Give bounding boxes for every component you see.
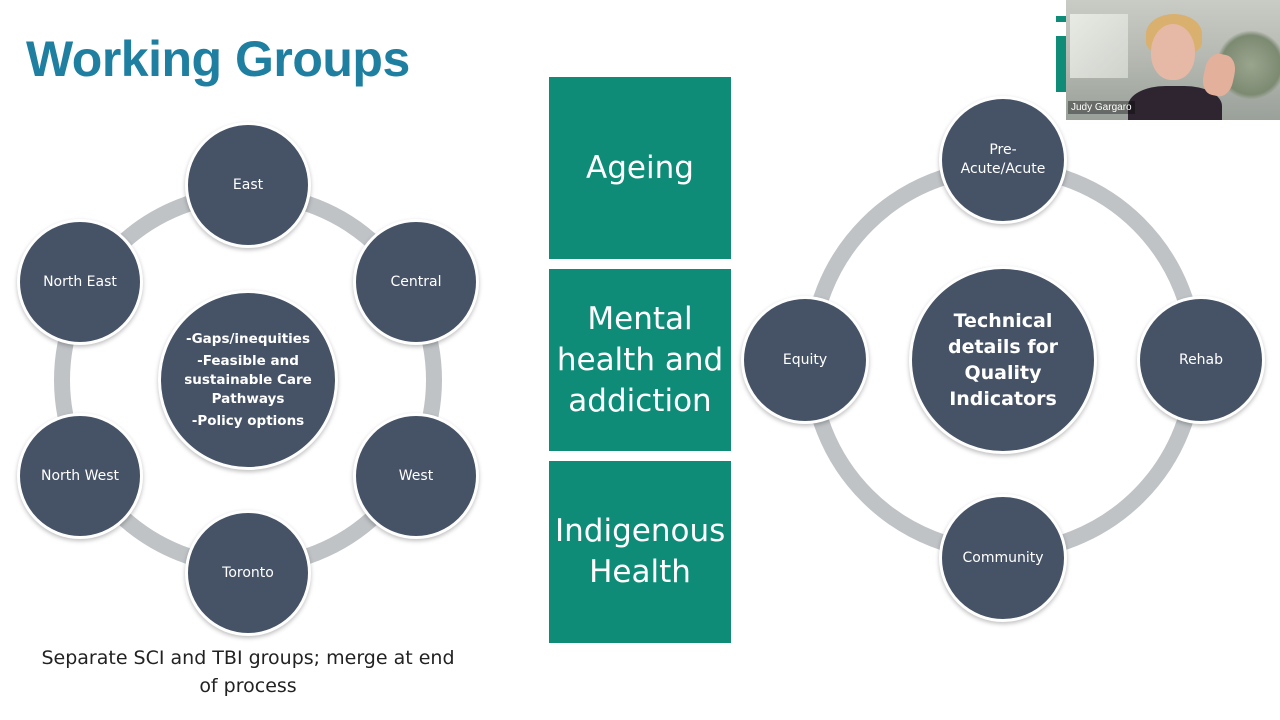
region-node-toronto: Toronto	[185, 510, 311, 636]
region-node-label: East	[232, 176, 264, 193]
center-line-care-pathways: -Feasible and sustainable Care Pathways	[184, 352, 312, 407]
region-node-east: East	[185, 122, 311, 248]
continuum-node-rehab: Rehab	[1137, 296, 1265, 424]
center-line-policy: -Policy options	[191, 412, 305, 429]
participant-name: Judy Gargaro	[1068, 101, 1135, 114]
continuum-node-pre-acute: Pre- Acute/Acute	[939, 96, 1067, 224]
participant-head	[1151, 24, 1195, 80]
group-box-mental-health: Mental health and addiction	[549, 269, 731, 451]
region-node-west: West	[353, 413, 479, 539]
center-line-gaps: -Gaps/inequities	[186, 330, 310, 347]
continuum-center-node: Technical details for Quality Indicators	[909, 266, 1097, 454]
continuum-node-label: Community	[962, 549, 1044, 566]
regions-center-node: -Gaps/inequities -Feasible and sustainab…	[158, 290, 338, 470]
continuum-node-label: Equity	[782, 351, 828, 368]
logo-fragment-icon	[1056, 16, 1066, 92]
video-background-window	[1070, 14, 1128, 78]
group-box-label: Ageing	[586, 149, 694, 186]
slide-title: Working Groups	[26, 31, 410, 87]
region-node-label: Toronto	[222, 564, 274, 581]
region-node-north-east: North East	[17, 219, 143, 345]
regions-caption: Separate SCI and TBI groups; merge at en…	[41, 647, 455, 697]
continuum-node-community: Community	[939, 494, 1067, 622]
continuum-node-label: Pre- Acute/Acute	[960, 142, 1046, 177]
region-node-north-west: North West	[17, 413, 143, 539]
group-box-label: Mental health and addiction	[556, 300, 724, 419]
participant-video-tile[interactable]: Judy Gargaro	[1066, 0, 1280, 120]
region-node-label: North East	[43, 273, 117, 290]
region-node-label: West	[398, 467, 434, 484]
group-box-ageing: Ageing	[549, 77, 731, 259]
continuum-node-label: Rehab	[1178, 351, 1224, 368]
region-node-label: Central	[390, 273, 442, 290]
region-node-central: Central	[353, 219, 479, 345]
group-box-indigenous-health: Indigenous Health	[549, 461, 731, 643]
region-node-label: North West	[40, 467, 120, 484]
continuum-node-equity: Equity	[741, 296, 869, 424]
continuum-center-label: Technical details for Quality Indicators	[947, 310, 1059, 410]
group-box-label: Indigenous Health	[555, 513, 726, 590]
